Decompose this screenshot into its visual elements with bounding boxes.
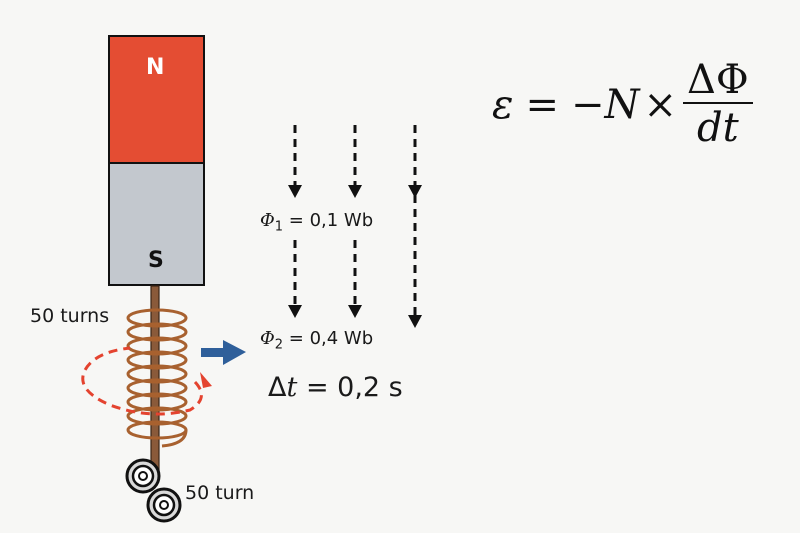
terminal-2 bbox=[146, 487, 182, 523]
induced-current-loop bbox=[81, 346, 212, 416]
north-pole-label: N bbox=[146, 55, 165, 80]
emf-symbol: ε bbox=[492, 82, 514, 128]
south-pole-label: S bbox=[148, 248, 164, 273]
direction-arrow bbox=[201, 340, 246, 365]
delta-t-value: = 0,2 s bbox=[305, 372, 403, 403]
phi1-label: Φ1 = 0,1 Wb bbox=[260, 210, 373, 235]
phi2-value: = 0,4 Wb bbox=[288, 328, 374, 349]
delta-symbol: Δ bbox=[268, 372, 287, 403]
magnet-north-pole bbox=[108, 35, 205, 164]
phi2-subscript: 2 bbox=[274, 337, 284, 353]
phi1-symbol: Φ bbox=[260, 210, 275, 231]
coil bbox=[126, 308, 188, 448]
turns-label-bottom: 50 turn bbox=[185, 482, 255, 504]
magnet-south-pole bbox=[108, 162, 205, 286]
field-lines bbox=[293, 125, 417, 318]
turns-label-top: 50 turns bbox=[30, 305, 110, 327]
bar-magnet bbox=[108, 35, 205, 286]
phi2-symbol: Φ bbox=[260, 328, 275, 349]
terminal-1 bbox=[125, 458, 161, 494]
fraction-denominator: dt bbox=[697, 105, 739, 151]
times-sign: × bbox=[643, 82, 678, 128]
minus-sign: − bbox=[570, 82, 605, 128]
fraction-numerator: ΔΦ bbox=[683, 58, 753, 104]
current-arrowhead bbox=[200, 372, 212, 388]
phi1-subscript: 1 bbox=[274, 219, 284, 235]
phi1-value: = 0,1 Wb bbox=[288, 210, 374, 231]
fraction: ΔΦ dt bbox=[683, 58, 753, 152]
turns-symbol: N bbox=[604, 82, 640, 128]
phi2-label: Φ2 = 0,4 Wb bbox=[260, 328, 373, 353]
delta-t-label: Δt = 0,2 s bbox=[268, 372, 403, 403]
emf-formula: ε = − N × ΔΦ dt bbox=[492, 58, 753, 152]
equals-sign: = bbox=[525, 82, 559, 128]
time-variable: t bbox=[286, 372, 298, 403]
field-arrowheads bbox=[288, 185, 422, 328]
